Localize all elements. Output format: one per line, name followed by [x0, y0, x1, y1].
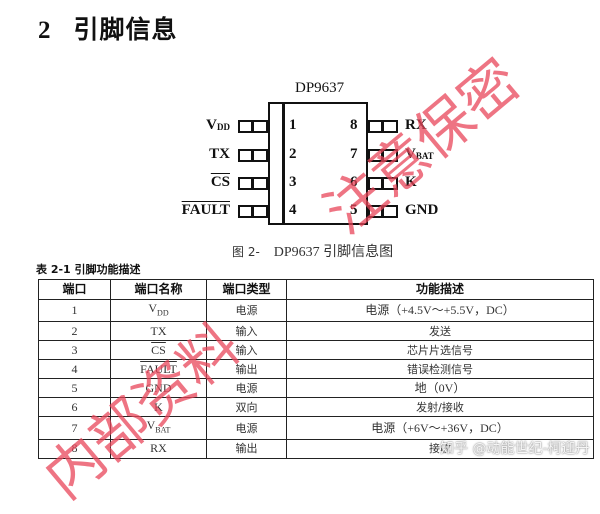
header-port-name: 端口名称 [110, 279, 207, 300]
cell-port: 1 [38, 298, 111, 323]
cell-name: TX [110, 321, 207, 342]
table-row: 1 VDD 电源 电源（+4.5V～+5.5V，DC） [38, 298, 594, 323]
cell-port: 6 [38, 397, 111, 418]
pin-4-lead [238, 205, 268, 218]
pin-6-lead [368, 177, 398, 190]
pin-7-lead [368, 149, 398, 162]
cell-desc: 电源（+6V～+36V，DC） [286, 416, 594, 440]
header-port-type: 端口类型 [206, 279, 287, 300]
pin-8-label: RX [405, 117, 427, 133]
pin-3-number: 3 [289, 174, 297, 190]
table-row: 3 CS 输入 芯片片选信号 [38, 340, 594, 361]
pin-8-lead [368, 120, 398, 133]
cell-name: GND [110, 378, 207, 399]
cell-desc: 接收 [286, 438, 594, 459]
cell-port: 8 [38, 438, 111, 459]
pin-4-number: 4 [289, 202, 297, 218]
cell-desc: 电源（+4.5V～+5.5V，DC） [286, 298, 594, 323]
table-header-row: 端口 端口名称 端口类型 功能描述 [38, 279, 594, 300]
cell-type: 输入 [206, 340, 287, 361]
pin-2-lead [238, 149, 268, 162]
pin-7-number: 7 [350, 146, 358, 162]
pin-1-label: VDD [206, 117, 230, 133]
pin-8-number: 8 [350, 117, 358, 133]
cell-type: 双向 [206, 397, 287, 418]
figure-caption: 图 2- DP9637 引脚信息图 [232, 245, 394, 260]
pin-5-label: GND [405, 202, 439, 218]
cell-type: 输出 [206, 438, 287, 459]
pin-2-number: 2 [289, 146, 297, 162]
cell-type: 电源 [206, 416, 287, 440]
pin-4-label: FAULT [181, 202, 230, 218]
cell-name: VDD [110, 298, 207, 323]
section-heading: 2 引脚信息 [38, 10, 178, 46]
cell-type: 输入 [206, 321, 287, 342]
cell-desc: 发射/接收 [286, 397, 594, 418]
cell-desc: 芯片片选信号 [286, 340, 594, 361]
cell-port: 3 [38, 340, 111, 361]
header-port: 端口 [38, 279, 111, 300]
section-title: 引脚信息 [73, 15, 178, 44]
table-row: 5 GND 电源 地（0V） [38, 378, 594, 399]
chip-name: DP9637 [295, 80, 345, 96]
section-number: 2 [38, 17, 52, 44]
chip-body [268, 102, 368, 225]
cell-type: 电源 [206, 378, 287, 399]
cell-desc: 错误检测信号 [286, 359, 594, 380]
cell-type: 输出 [206, 359, 287, 380]
cell-type: 电源 [206, 298, 287, 323]
pin-5-lead [368, 205, 398, 218]
pin-6-label: K [405, 174, 417, 190]
table-row: 6 K 双向 发射/接收 [38, 397, 594, 418]
cell-name: VBAT [110, 416, 207, 440]
pin-2-label: TX [209, 146, 230, 162]
pin-7-label: VBAT [405, 146, 434, 162]
chip-pin1-marker-line [282, 102, 285, 225]
pin-3-lead [238, 177, 268, 190]
pin-1-number: 1 [289, 117, 297, 133]
table-row: 7 VBAT 电源 电源（+6V～+36V，DC） [38, 416, 594, 440]
cell-port: 5 [38, 378, 111, 399]
table-row: 2 TX 输入 发送 [38, 321, 594, 342]
table-title: 表 2-1 引脚功能描述 [36, 263, 141, 276]
cell-port: 2 [38, 321, 111, 342]
cell-name: CS [110, 340, 207, 361]
cell-name: RX [110, 438, 207, 459]
header-function-desc: 功能描述 [286, 279, 594, 300]
pin-6-number: 6 [350, 174, 358, 190]
source-credit-watermark: 知乎 @动能世纪-柯迎丹 [440, 441, 590, 457]
cell-port: 4 [38, 359, 111, 380]
cell-desc: 发送 [286, 321, 594, 342]
cell-name: K [110, 397, 207, 418]
cell-name: FAULT [110, 359, 207, 380]
cell-port: 7 [38, 416, 111, 440]
pin-3-label: CS [210, 174, 230, 190]
pin-function-table: 端口 端口名称 端口类型 功能描述 1 VDD 电源 电源（+4.5V～+5.5… [38, 279, 594, 459]
pin-5-number: 5 [350, 202, 358, 218]
pin-1-lead [238, 120, 268, 133]
cell-desc: 地（0V） [286, 378, 594, 399]
table-row: 4 FAULT 输出 错误检测信号 [38, 359, 594, 380]
table-row: 8 RX 输出 接收 [38, 438, 594, 459]
